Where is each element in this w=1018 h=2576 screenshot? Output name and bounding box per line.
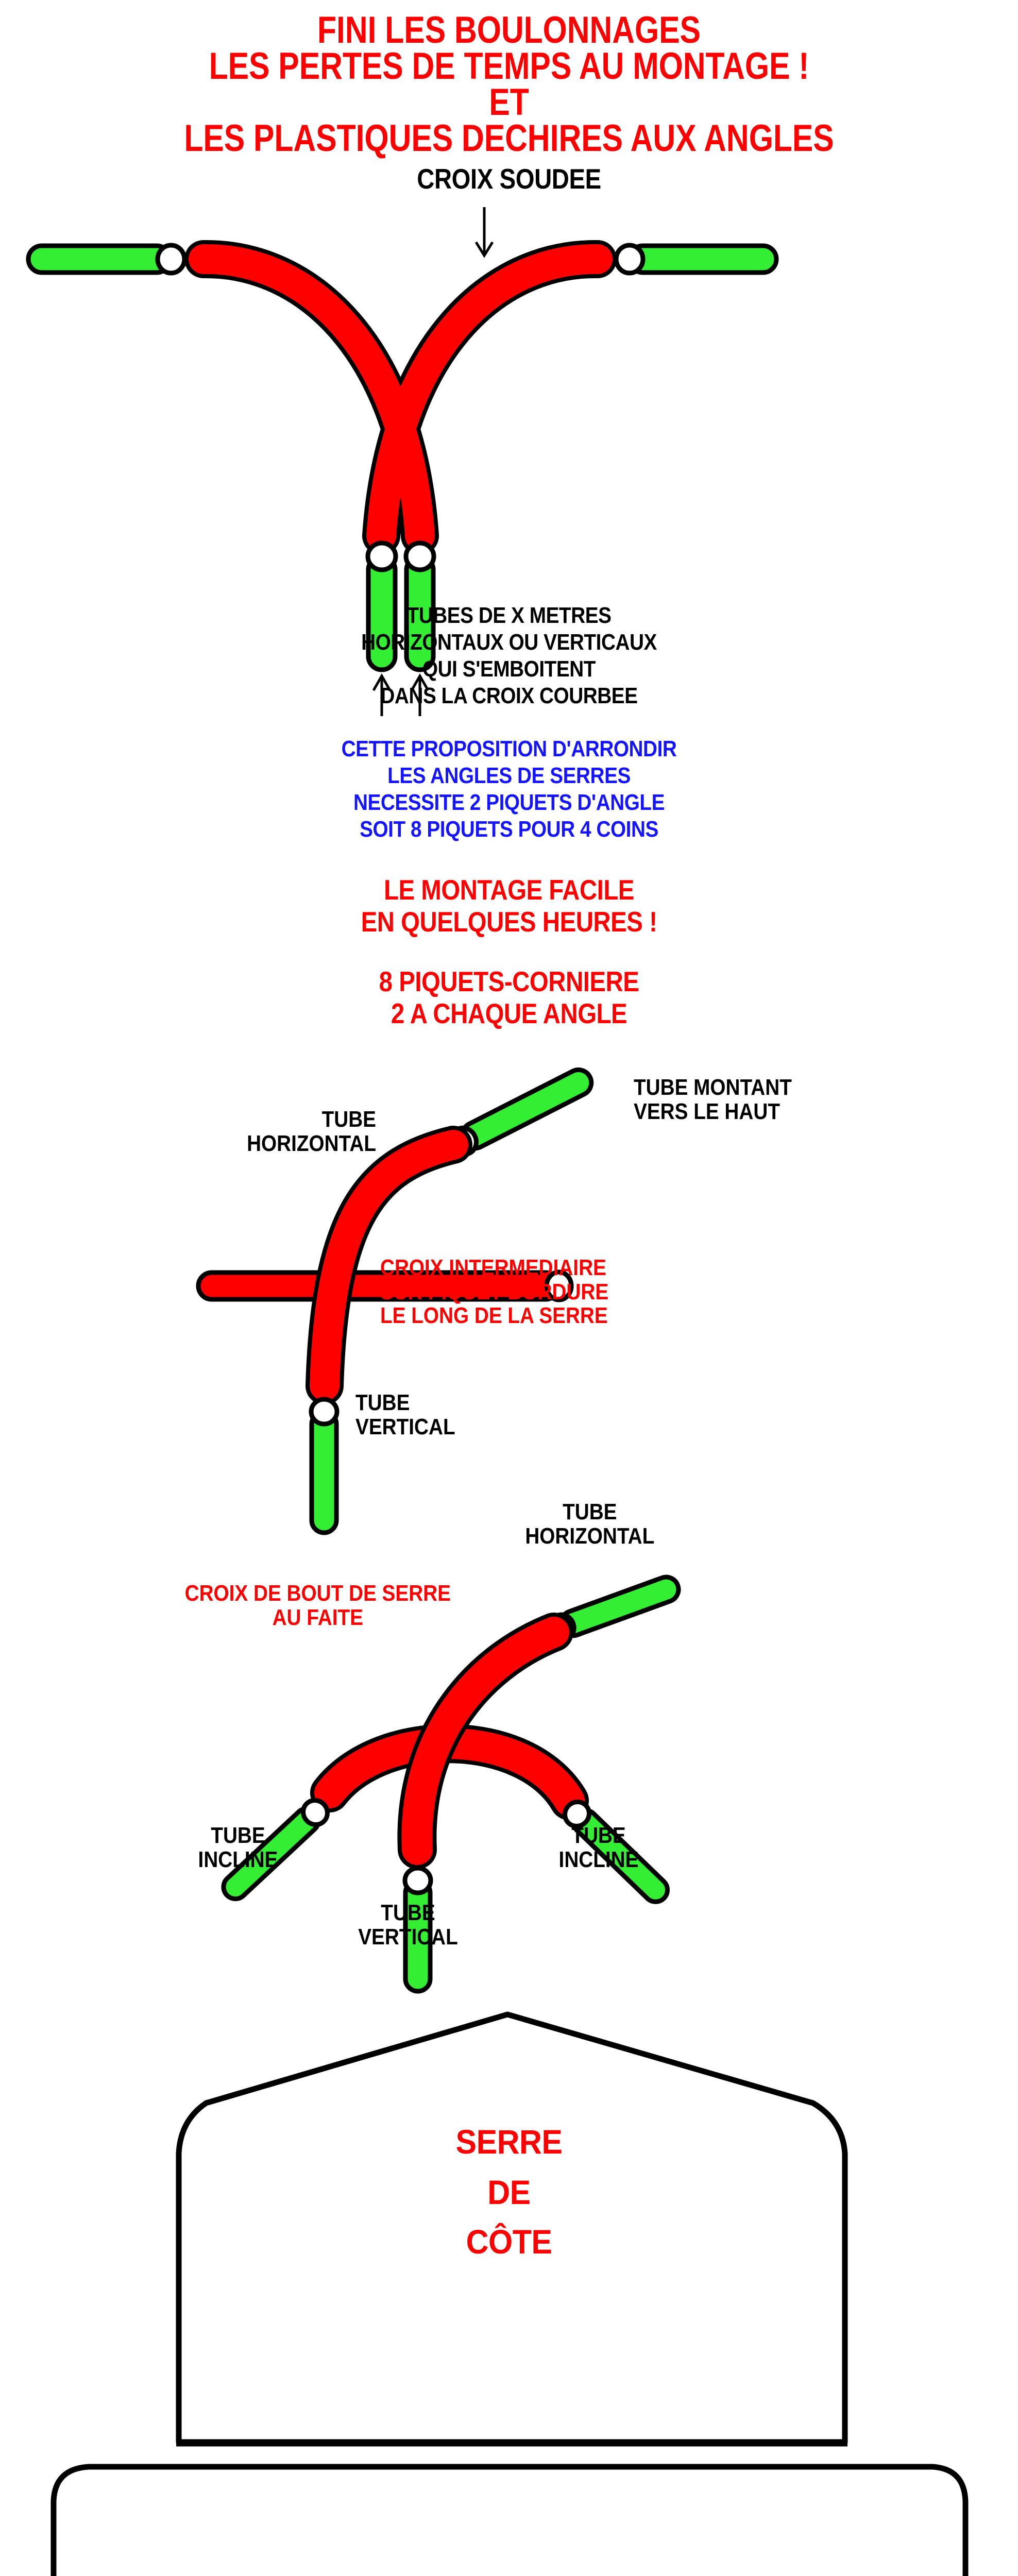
note-red-line-2: EN QUELQUES HEURES !	[361, 906, 657, 938]
croix-soudee-courbee	[184, 240, 617, 555]
note-croix-bout-line2: AU FAITE	[272, 1604, 363, 1630]
tube-incline-droit	[563, 1799, 670, 1904]
tube-horizontal-gauche	[26, 243, 187, 276]
label-tube-horizontal-d3-line2: HORIZONTAL	[525, 1523, 655, 1549]
label-tube-incline-gauche: TUBE INCLINE	[170, 1823, 306, 1872]
tube-vertical-droit	[403, 540, 436, 672]
greenhouse-side-label-2: DE	[487, 2173, 531, 2211]
diagram1-caption-line-2: HORIZONTAUX OU VERTICAUX	[361, 630, 657, 655]
label-tube-vertical-d2-line1: TUBE	[355, 1390, 410, 1415]
label-tube-horizontal-d2-line1: TUBE	[321, 1107, 376, 1132]
note-croix-intermediaire-line2: SUR PIQUET BORDURE	[380, 1279, 609, 1304]
greenhouse-side-outline	[0, 1999, 1018, 2452]
tube-horizontal-droit	[614, 243, 779, 276]
tube-vertical-gauche	[365, 540, 398, 672]
label-tube-vertical-d2-line2: VERTICAL	[355, 1414, 455, 1439]
greenhouse-front-outline	[0, 2458, 1018, 2576]
arrow-up-icon-droit	[410, 673, 430, 716]
croix-intermediaire-courbee	[306, 1126, 472, 1405]
tube-vertical-vert	[309, 1397, 340, 1535]
tube-horizontal-rouge	[196, 1269, 574, 1302]
headline-line-2: LES PERTES DE TEMPS AU MONTAGE !	[209, 45, 809, 87]
arrow-up-icon-gauche	[372, 673, 392, 716]
arc-montant-faite	[397, 1613, 573, 1869]
label-tube-incline-gauche-line2: INCLINE	[198, 1846, 278, 1872]
note-croix-intermediaire: CROIX INTERMEDIAIRE SUR PIQUET BORDURE L…	[380, 1256, 608, 1328]
note-blue-line-3: NECESSITE 2 PIQUETS D'ANGLE	[353, 790, 665, 815]
note-red-line-3: 8 PIQUETS-CORNIERE	[379, 965, 639, 997]
label-tube-vertical-d3-line1: TUBE	[381, 1900, 435, 1925]
note-croix-intermediaire-line3: LE LONG DE LA SERRE	[380, 1303, 608, 1329]
label-tube-incline-droit: TUBE INCLINE	[531, 1823, 667, 1872]
note-red-line-4: 2 A CHAQUE ANGLE	[391, 997, 627, 1029]
diagram1-caption-line-4: DANS LA CROIX COURBEE	[380, 683, 638, 708]
note-croix-bout-de-serre: CROIX DE BOUT DE SERRE AU FAITE	[155, 1581, 481, 1630]
label-tube-vertical-d3-line2: VERTICAL	[358, 1924, 458, 1950]
diagram1-caption-line-1: TUBES DE X METRES	[406, 603, 612, 628]
tube-incline-gauche	[221, 1798, 330, 1902]
arrow-down-icon	[474, 207, 494, 258]
diagram-croix-bout-de-serre	[0, 1520, 1018, 1994]
label-tube-incline-droit-line2: INCLINE	[558, 1846, 639, 1872]
diagram1-title: CROIX SOUDEE	[417, 163, 601, 195]
label-tube-horizontal-d2: TUBE HORIZONTAL	[159, 1107, 376, 1156]
note-blue-line-4: SOIT 8 PIQUETS POUR 4 COINS	[360, 817, 658, 842]
note-red-line-1: LE MONTAGE FACILE	[384, 874, 634, 906]
label-tube-vertical-d3: TUBE VERTICAL	[340, 1901, 476, 1949]
headline-line-3: ET	[489, 81, 529, 123]
greenhouse-side-label-3: CÔTE	[466, 2223, 552, 2261]
tube-vertical-vert-d3	[402, 1866, 433, 1994]
note-croix-intermediaire-line1: CROIX INTERMEDIAIRE	[380, 1255, 606, 1280]
headline-line-1: FINI LES BOULONNAGES	[317, 9, 701, 51]
label-tube-incline-droit-line1: TUBE	[571, 1823, 626, 1848]
label-tube-horizontal-d3: TUBE HORIZONTAL	[495, 1500, 685, 1548]
label-tube-vertical-d2: TUBE VERTICAL	[355, 1391, 455, 1439]
note-croix-bout-line1: CROIX DE BOUT DE SERRE	[184, 1581, 451, 1606]
diagram1-caption-line-3: QUI S'EMBOITENT	[422, 656, 596, 682]
headline-line-4: LES PLASTIQUES DECHIRES AUX ANGLES	[184, 117, 834, 159]
note-blue-line-1: CETTE PROPOSITION D'ARRONDIR	[341, 736, 677, 761]
label-tube-montant-line1: TUBE MONTANT	[634, 1075, 792, 1100]
diagram-croix-intermediaire	[0, 1066, 1018, 1535]
note-blue-line-2: LES ANGLES DE SERRES	[387, 763, 631, 788]
label-tube-horizontal-d3-line1: TUBE	[563, 1499, 617, 1524]
label-tube-montant-line2: VERS LE HAUT	[634, 1098, 780, 1124]
label-tube-horizontal-d2-line2: HORIZONTAL	[247, 1130, 376, 1156]
label-tube-incline-gauche-line1: TUBE	[211, 1823, 265, 1848]
greenhouse-side-label-1: SERRE	[455, 2123, 563, 2161]
diagram-croix-soudee	[0, 196, 1018, 716]
label-tube-montant: TUBE MONTANT VERS LE HAUT	[634, 1075, 792, 1124]
